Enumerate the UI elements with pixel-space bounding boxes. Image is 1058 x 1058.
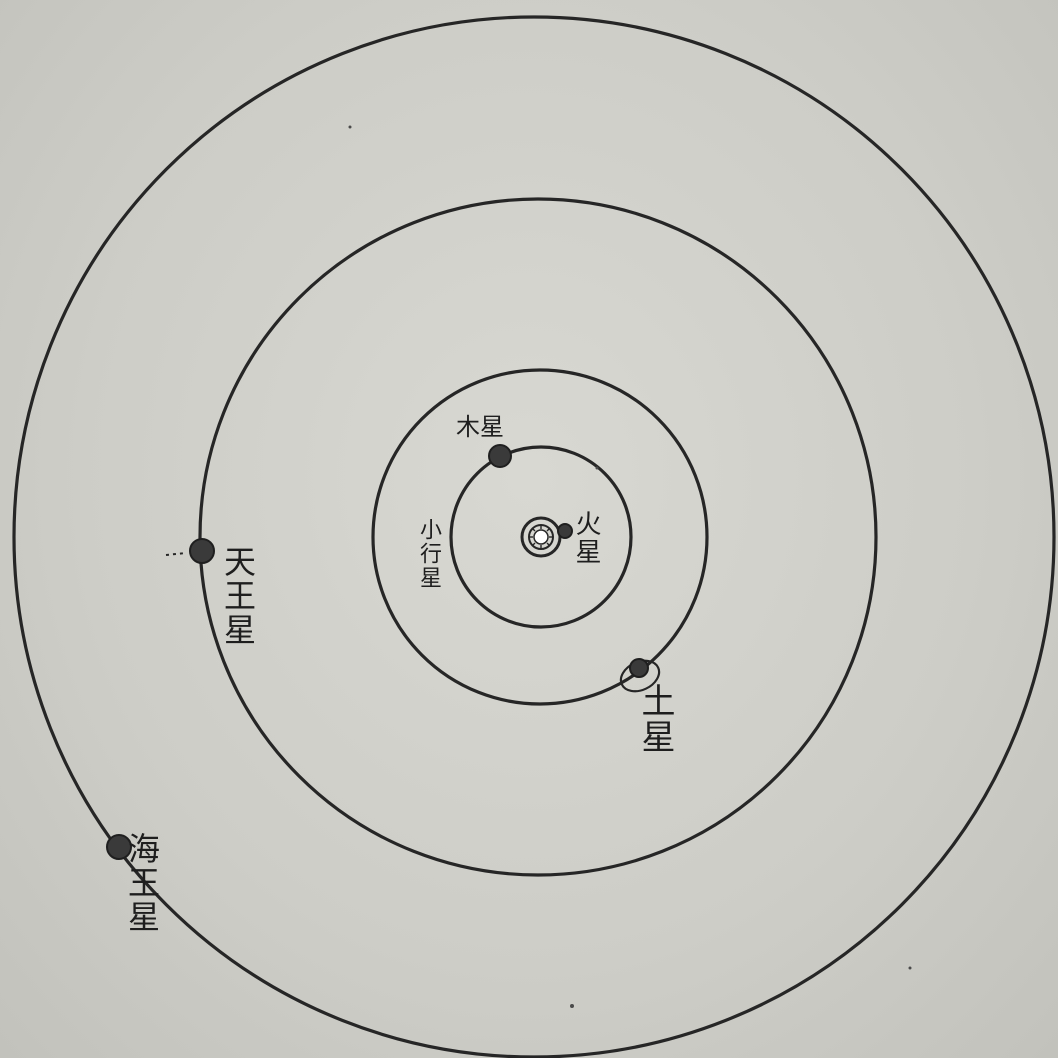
planet-uranus [166,539,214,563]
label-uranus: 天王星 [222,545,254,647]
label-neptune: 海王星 [126,832,158,934]
label-asteroids: 小行星 [417,518,439,590]
planet-mars [489,445,511,467]
label-mars: 木星 [456,415,504,439]
label-saturn: 土星 [638,683,672,755]
planet-venus [558,524,572,538]
label-venus: 火星 [573,510,599,566]
sun-icon [522,518,560,556]
